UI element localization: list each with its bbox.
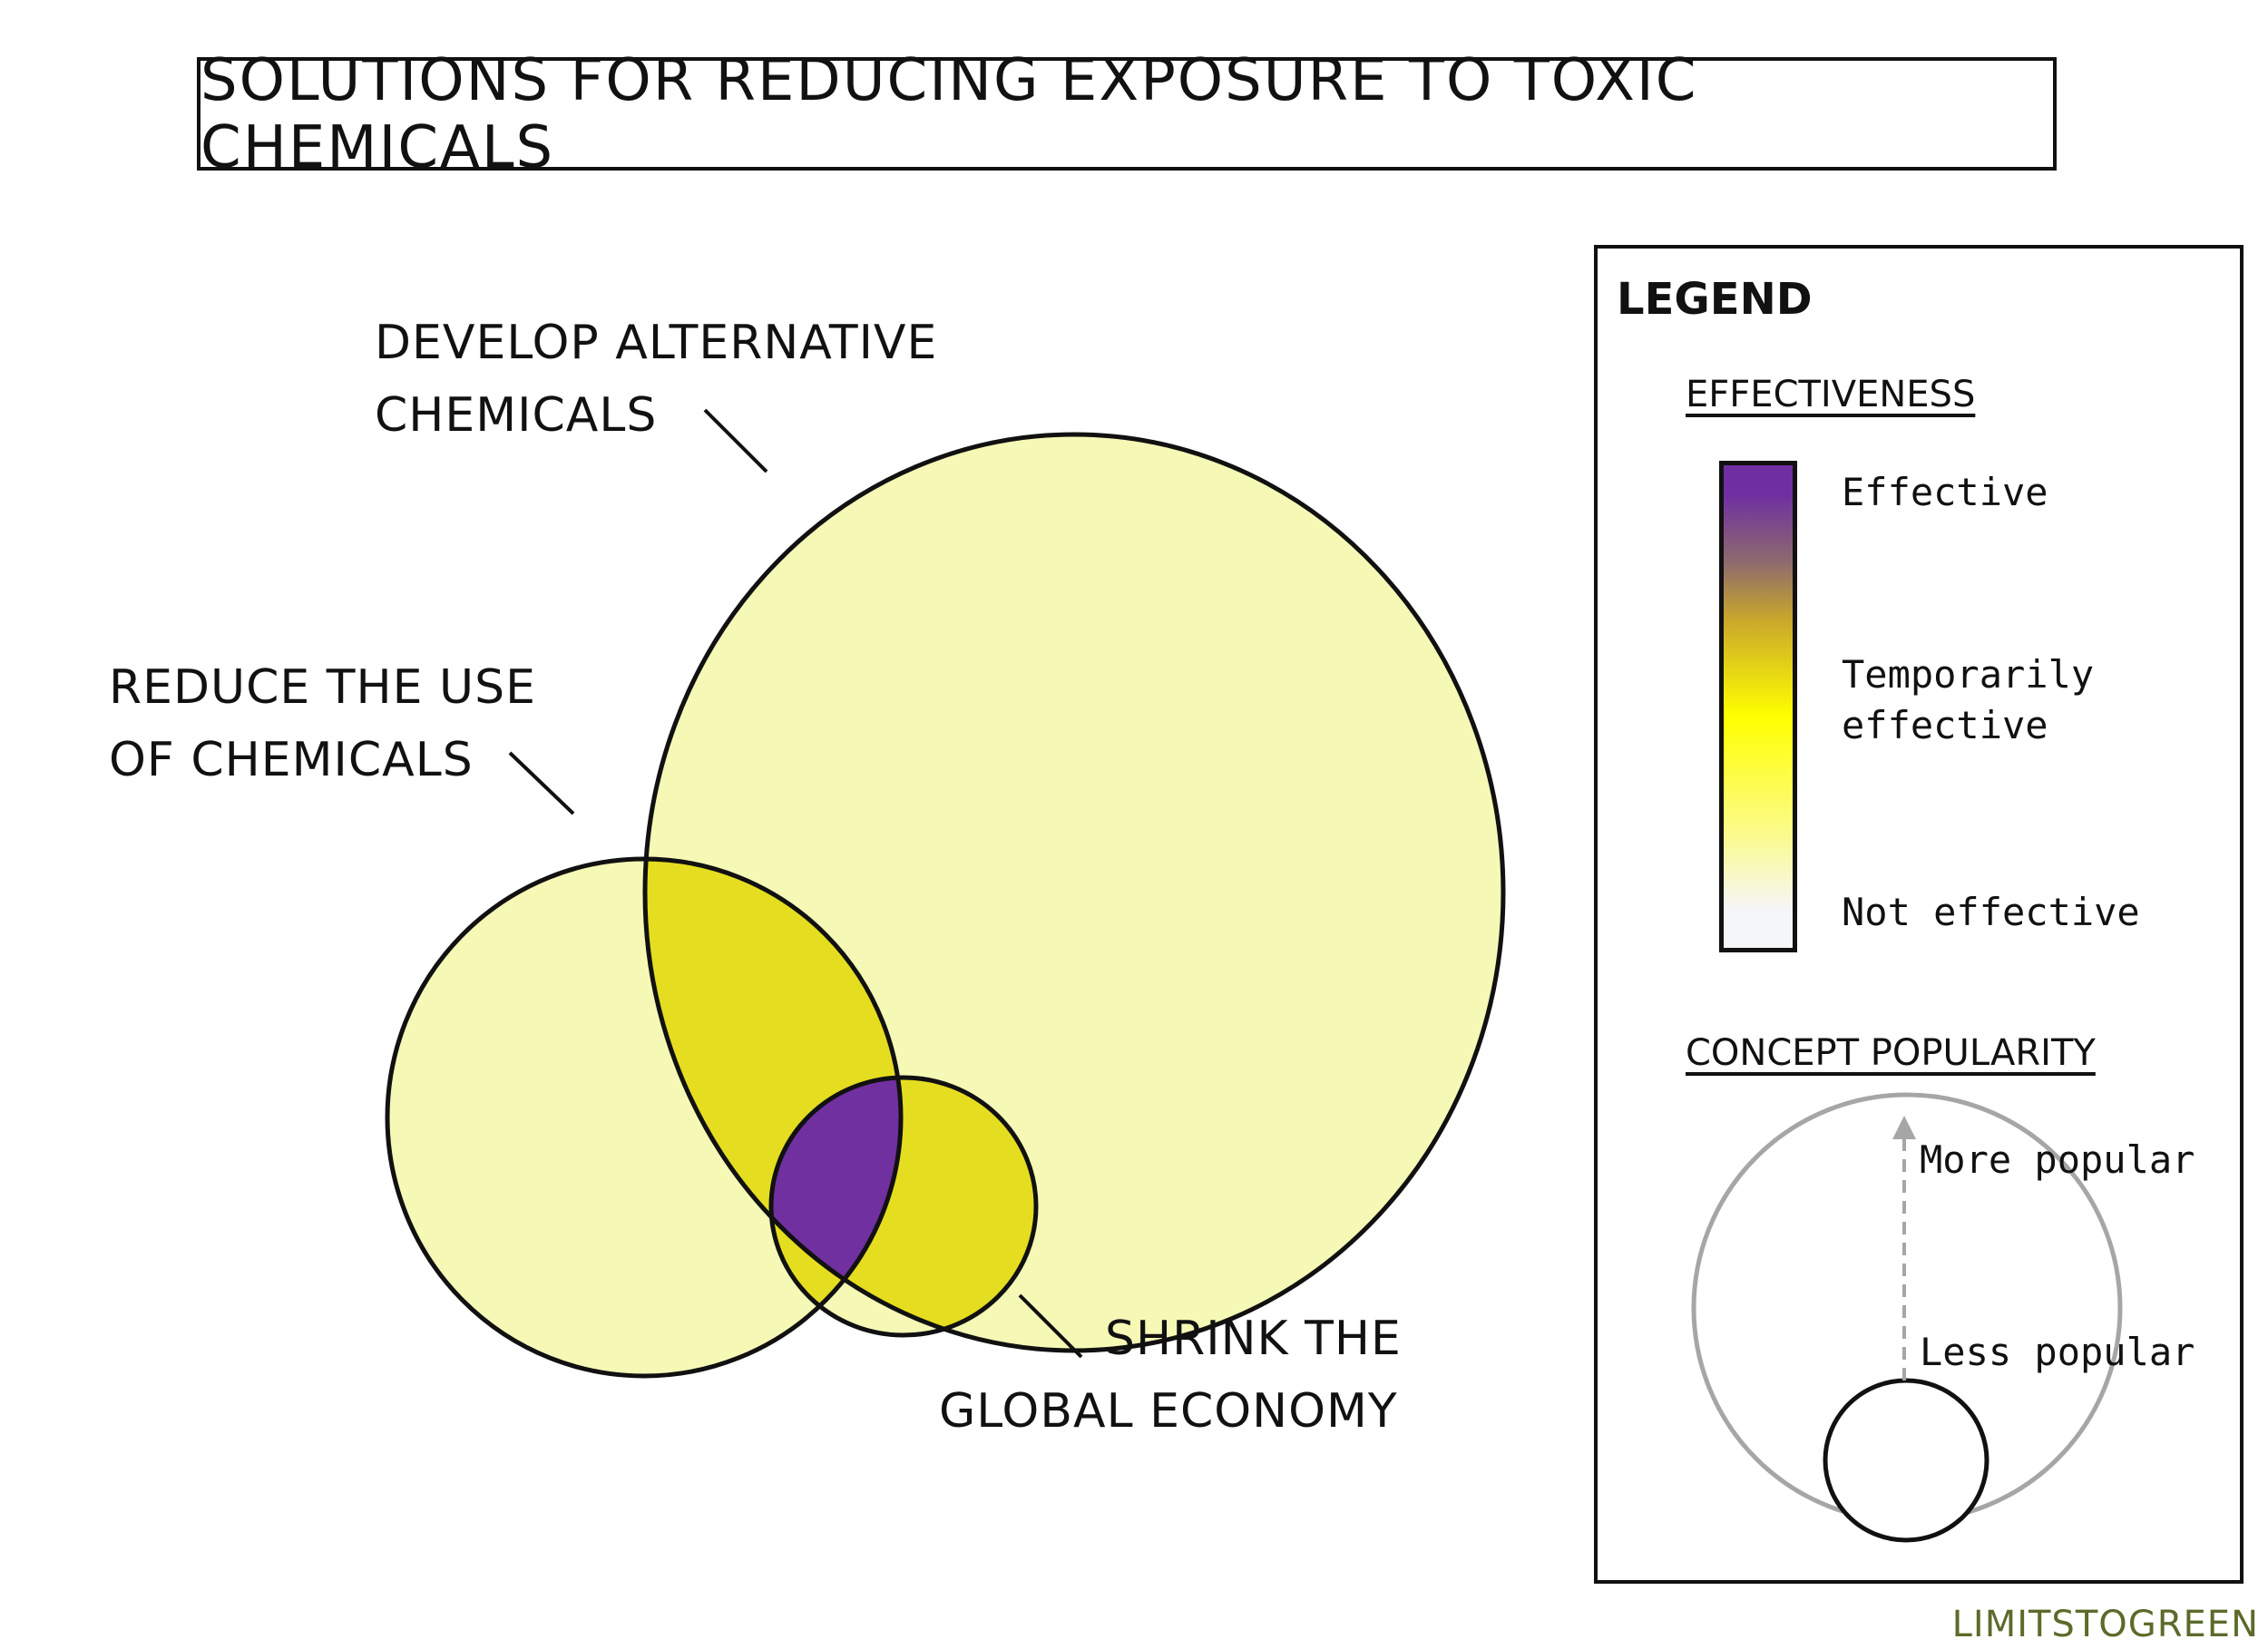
- label-reduce-line2: OF CHEMICALS: [109, 733, 474, 787]
- leader-shrink: [1018, 1293, 1083, 1359]
- scale-label-not-effective: Not effective: [1842, 890, 2140, 934]
- popularity-heading: CONCEPT POPULARITY: [1686, 1032, 2096, 1074]
- effectiveness-scale-bar: [1719, 461, 1797, 952]
- popularity-arrow-head-icon: [1892, 1116, 1916, 1139]
- page-title: SOLUTIONS FOR REDUCING EXPOSURE TO TOXIC…: [200, 46, 1698, 181]
- label-reduce-use: REDUCE THE USE OF CHEMICALS: [109, 651, 536, 796]
- brand-watermark: LIMITSTOGREEN: [1951, 1604, 2259, 1645]
- label-develop-alternatives: DEVELOP ALTERNATIVE CHEMICALS: [375, 307, 937, 452]
- label-develop-line2: CHEMICALS: [375, 388, 658, 443]
- scale-label-temporarily-line2: effective: [1842, 703, 2048, 747]
- outline-shrink: [768, 1075, 1039, 1338]
- outline-reduce: [385, 856, 904, 1379]
- legend-title: LEGEND: [1617, 274, 1813, 325]
- label-reduce-line1: REDUCE THE USE: [109, 660, 536, 715]
- scale-label-temporarily: Temporarily effective: [1842, 649, 2094, 751]
- scale-label-effective: Effective: [1842, 470, 2048, 514]
- overlap-all-three: [771, 1078, 901, 1335]
- label-shrink-line2: GLOBAL ECONOMY: [939, 1384, 1398, 1439]
- label-shrink-line1: SHRINK THE: [1105, 1312, 1402, 1366]
- scale-label-temporarily-line1: Temporarily: [1842, 652, 2095, 697]
- label-develop-line1: DEVELOP ALTERNATIVE: [375, 316, 938, 370]
- label-shrink-economy: SHRINK THE GLOBAL ECONOMY: [939, 1303, 1402, 1448]
- legend-box: [1594, 245, 2244, 1584]
- label-more-popular: More popular: [1920, 1137, 2195, 1182]
- title-box: SOLUTIONS FOR REDUCING EXPOSURE TO TOXIC…: [197, 47, 2057, 181]
- label-less-popular: Less popular: [1920, 1330, 2195, 1374]
- leader-develop: [703, 408, 768, 473]
- effectiveness-heading: EFFECTIVENESS: [1686, 374, 1976, 415]
- leader-reduce: [508, 751, 575, 815]
